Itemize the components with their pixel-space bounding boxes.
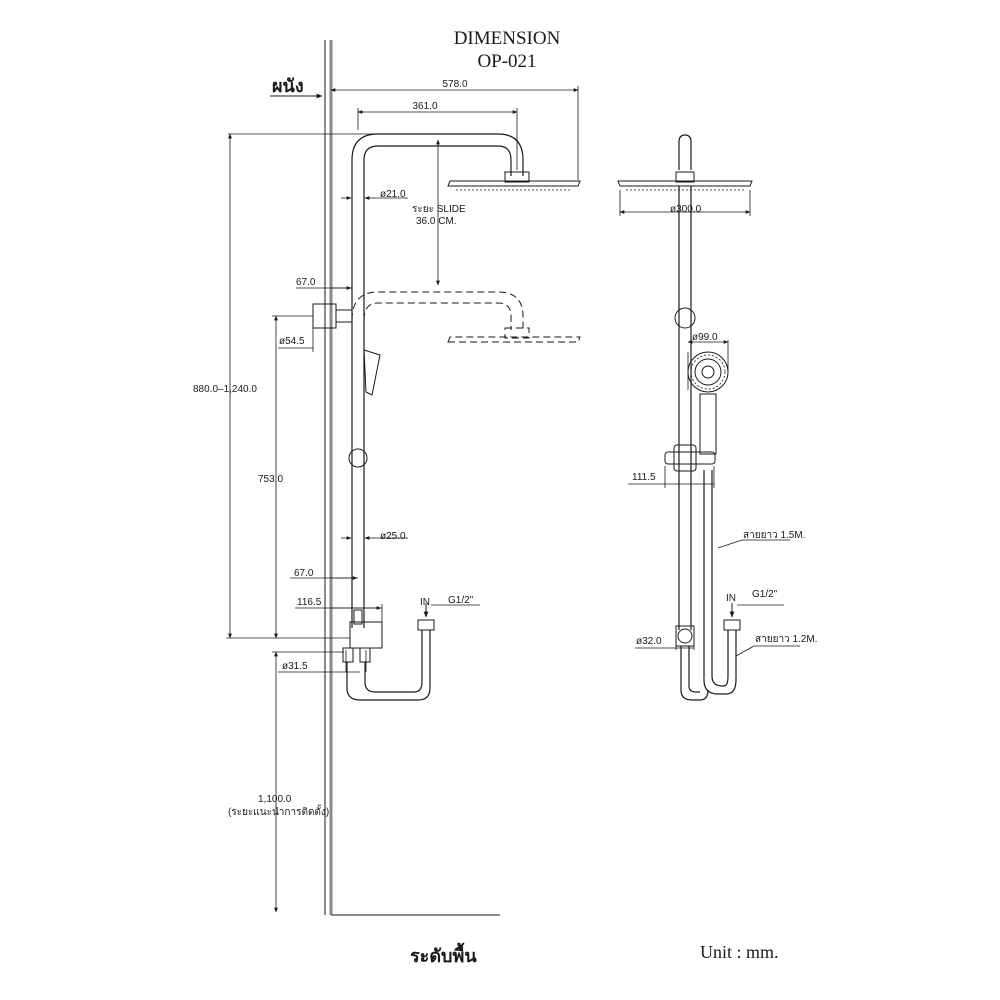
floor-label: ระดับพื้น xyxy=(410,942,477,966)
dim-front-inlet-dia: ø32.0 xyxy=(636,636,662,647)
dim-pipe-dia-top: ø21.0 xyxy=(380,189,406,200)
dim-bottom-offset: 67.0 xyxy=(294,568,314,579)
dim-bracket-dia: ø54.5 xyxy=(279,336,305,347)
dim-total-width: 578.0 xyxy=(442,79,467,90)
dim-install-height: 1,100.0 xyxy=(258,794,292,805)
side-view-shower xyxy=(312,133,581,701)
front-view-shower xyxy=(617,134,753,701)
drawing-title: DIMENSION xyxy=(454,28,561,49)
wall-label: ผนัง xyxy=(272,76,304,96)
dim-slide-range-line1: ระยะ SLIDE xyxy=(412,204,466,215)
unit-label: Unit : mm. xyxy=(700,942,779,962)
dim-overall-height: 880.0–1,240.0 xyxy=(193,384,257,395)
dim-head-dia: ø300.0 xyxy=(670,204,702,215)
dim-slide-range-line2: 36.0 CM. xyxy=(416,216,457,227)
front-view-dimensions xyxy=(619,190,800,657)
dim-mixer-width: 111.5 xyxy=(632,472,656,483)
dim-mixer-depth: 116.5 xyxy=(297,597,322,608)
dim-arm-length: 361.0 xyxy=(412,101,437,112)
dim-mixer-height: 753.0 xyxy=(258,474,283,485)
dim-install-note: (ระยะแนะนำการติดตั้ง) xyxy=(228,804,329,818)
front-inlet-label: IN xyxy=(726,593,736,604)
side-inlet-thread: G1/2" xyxy=(448,595,474,606)
side-view-dimensions xyxy=(226,86,579,913)
dim-pipe-dia-mid: ø25.0 xyxy=(380,531,406,542)
front-hose-length-2: สายยาว 1.2M. xyxy=(755,634,817,645)
side-inlet-label: IN xyxy=(420,597,430,608)
dim-hand-shower-dia: ø99.0 xyxy=(692,332,718,343)
front-hose-length-1: สายยาว 1.5M. xyxy=(743,530,805,541)
dim-inlet-dia: ø31.5 xyxy=(282,661,308,672)
model-number: OP-021 xyxy=(477,51,536,72)
dim-wall-bracket-offset: 67.0 xyxy=(296,277,316,288)
wall-line xyxy=(324,40,333,915)
front-inlet-thread: G1/2" xyxy=(752,589,778,600)
